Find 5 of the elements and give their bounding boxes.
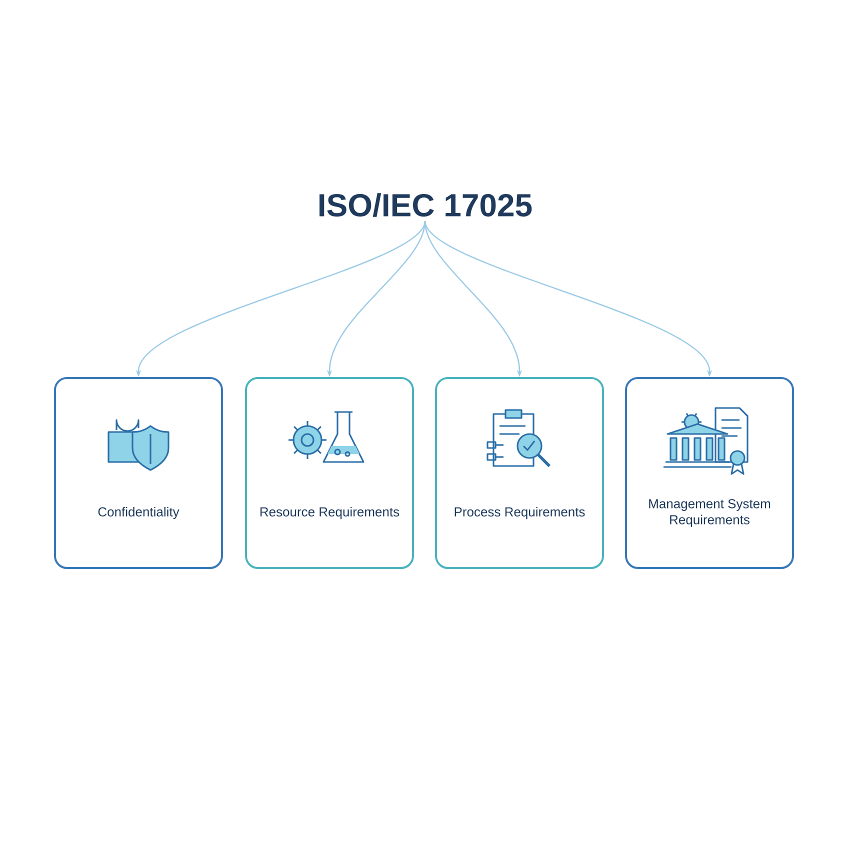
category-box: Management System Requirements	[625, 377, 794, 569]
category-box: Process Requirements	[435, 377, 604, 569]
title: ISO/IEC 17025	[320, 193, 532, 217]
category-box: Resource Requirements	[245, 377, 414, 569]
category-box: Confidentiality	[54, 377, 223, 569]
